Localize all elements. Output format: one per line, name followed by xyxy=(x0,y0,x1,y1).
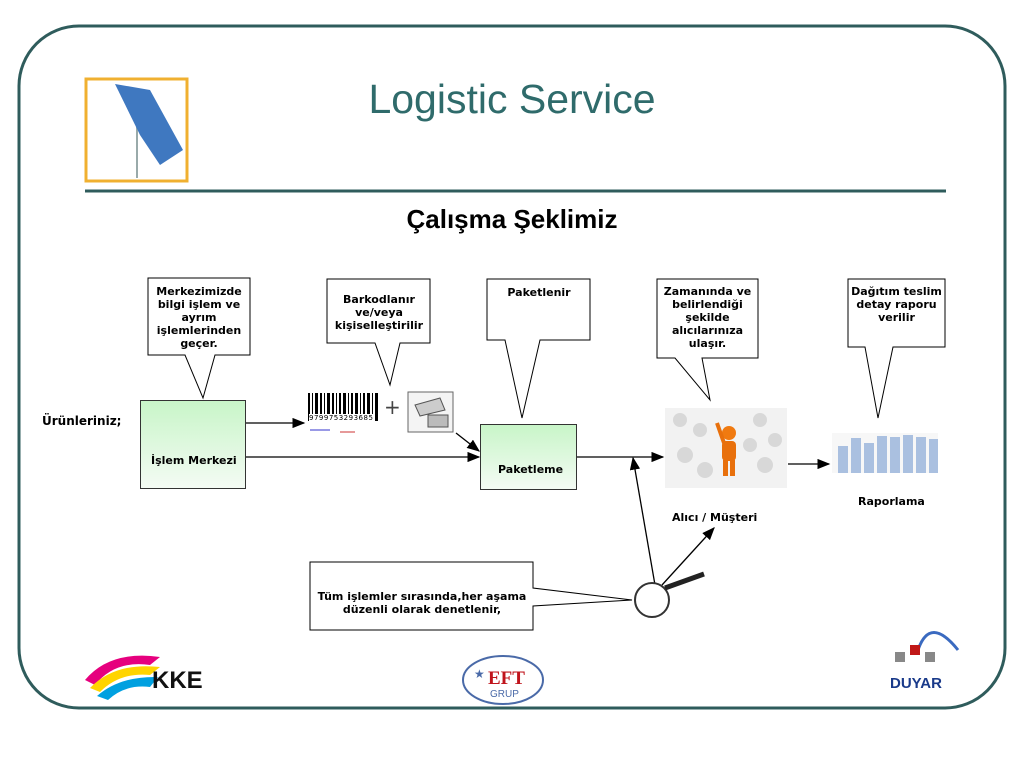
plus-sign: + xyxy=(384,395,401,419)
receiver-label: Alıcı / Müşteri xyxy=(672,511,758,524)
svg-text:EFT: EFT xyxy=(488,668,525,689)
callout-shape-2 xyxy=(326,278,431,387)
svg-text:DUYAR: DUYAR xyxy=(890,675,942,692)
callout-text-4: Zamanında ve belirlendiği şekilde alıcıl… xyxy=(663,285,752,350)
callout-shape-6 xyxy=(309,561,633,631)
scanner-icon xyxy=(407,391,454,433)
barcode-number: 9799753293685 xyxy=(309,414,374,422)
callout-shape-4 xyxy=(656,278,759,402)
logo-sign-icon xyxy=(84,77,189,183)
process-center-box: İşlem Merkezi xyxy=(140,400,246,489)
callout-text-5: Dağıtım teslim detay raporu verilir xyxy=(851,285,942,324)
reporting-label: Raporlama xyxy=(858,495,925,508)
page-subtitle: Çalışma Şeklimiz xyxy=(406,204,618,234)
products-label: Ürünleriniz; xyxy=(42,414,122,428)
crowd-image xyxy=(665,408,787,488)
packaging-box: Paketleme xyxy=(480,424,577,490)
callout-text-3: Paketlenir xyxy=(507,286,571,299)
callout-shape-3 xyxy=(486,278,591,419)
duyar-logo: DUYAR xyxy=(890,631,960,692)
kke-logo: KKE xyxy=(85,655,203,700)
report-chart-image xyxy=(832,433,938,473)
svg-text:KKE: KKE xyxy=(152,667,203,694)
callout-text-2: Barkodlanır ve/veya kişiselleştirilir xyxy=(334,293,424,332)
packaging-label: Paketleme xyxy=(498,463,564,476)
slide-frame xyxy=(17,24,1007,710)
svg-text:★: ★ xyxy=(474,667,485,681)
callout-shape-5 xyxy=(847,278,946,419)
page-title: Logistic Service xyxy=(368,76,656,122)
eft-grup-logo: EFT GRUP ★ xyxy=(462,655,544,705)
process-center-label: İşlem Merkezi xyxy=(151,454,237,467)
svg-text:GRUP: GRUP xyxy=(490,689,519,700)
callout-shape-1 xyxy=(147,277,251,400)
callout-text-6: Tüm işlemler sırasında,her aşama düzenli… xyxy=(317,590,527,616)
callout-text-1: Merkezimizde bilgi işlem ve ayrım işleml… xyxy=(156,285,242,350)
magnifier-icon xyxy=(634,571,705,618)
barcode-icon xyxy=(308,393,378,433)
